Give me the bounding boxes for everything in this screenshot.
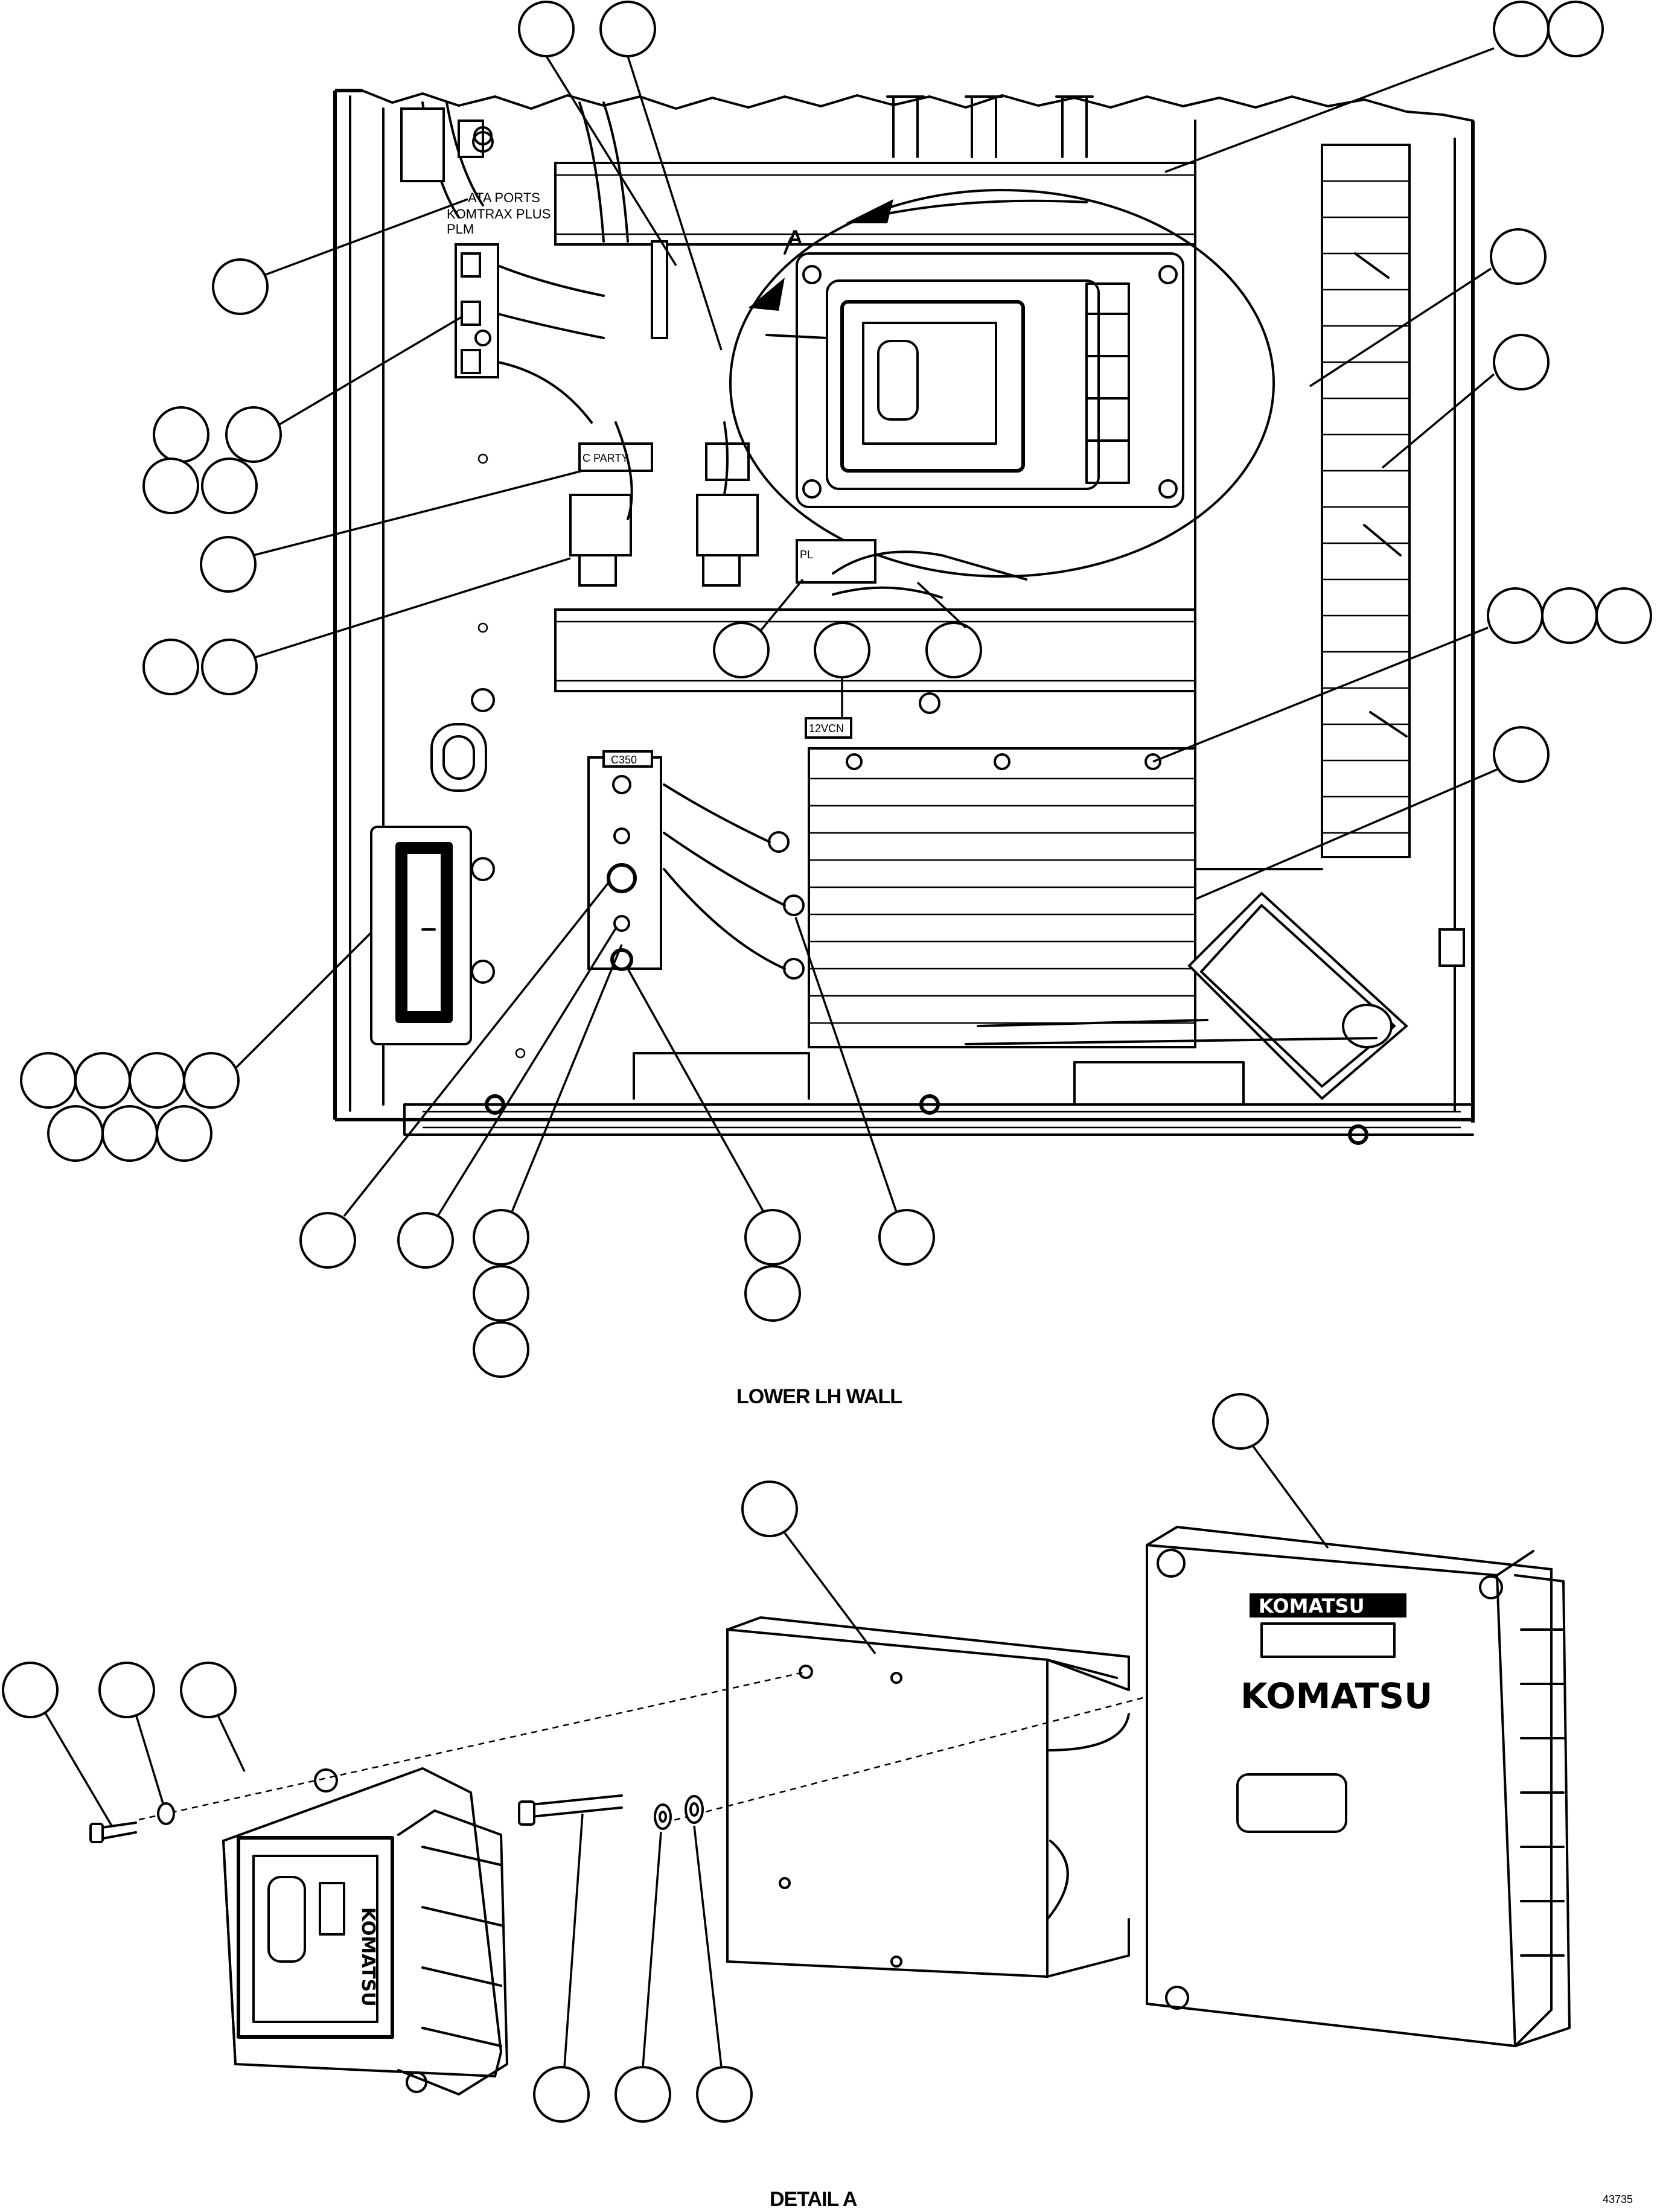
callout-bubble: [473, 1321, 529, 1378]
figure-number: 43735: [1603, 2193, 1633, 2205]
callout-bubble: [1547, 1, 1604, 57]
callout-bubble: [225, 406, 282, 463]
voltage-tag: 12VCN: [809, 722, 844, 735]
callout-bubble: [101, 1105, 158, 1162]
callout-bubble: [180, 1662, 237, 1718]
callout-bubble: [744, 1265, 801, 1322]
callout-bubble: [533, 2066, 590, 2123]
large-module-badge-logo: KOMATSU: [1259, 1595, 1365, 1618]
detail-a-view: KOMATSU KOMATSU KOMATSU: [2, 1393, 1571, 2123]
third-party-connectors: C PARTY: [569, 421, 759, 587]
plm-label: PLM: [447, 222, 474, 237]
callout-bubble: [713, 622, 770, 678]
fastener-hardware: [89, 1794, 704, 1843]
callout-bubble: [599, 1, 656, 57]
callout-bubble: [201, 457, 258, 514]
callout-bubble: [200, 536, 257, 593]
callout-bubble: [1595, 587, 1652, 644]
large-module-main-logo: KOMATSU: [1240, 1675, 1432, 1716]
data-ports-label: ATA PORTS: [468, 190, 540, 205]
upper-callouts: [20, 1, 1652, 1378]
callout-bubble: [142, 457, 199, 514]
voltage-converter: 12VCN: [663, 717, 1196, 1048]
callout-bubble: [20, 1052, 77, 1109]
third-party-label: C PARTY: [583, 452, 628, 464]
callout-bubble: [1493, 726, 1550, 783]
callout-bubble: [1487, 587, 1543, 644]
data-port-connectors: [455, 243, 605, 424]
callout-bubble: [696, 2066, 753, 2123]
callout-bubble: [1541, 587, 1598, 644]
callout-bubble: [299, 1212, 356, 1269]
callout-bubble: [212, 258, 269, 315]
callout-bubble: [1212, 1393, 1269, 1450]
callout-bubble: [142, 639, 199, 695]
c350-label: C350: [611, 754, 637, 766]
left-access-cover: [370, 826, 472, 1045]
callout-bubble: [518, 1, 575, 57]
komtrax-plus-label: KOMTRAX PLUS: [447, 206, 551, 222]
small-module-logo: KOMATSU: [357, 1907, 378, 2007]
callout-bubble: [156, 1105, 212, 1162]
callout-bubble: [74, 1052, 131, 1109]
diamond-bracket: [965, 891, 1409, 1100]
callout-bubble: [47, 1105, 104, 1162]
fuse-label: PL: [800, 549, 813, 561]
c350-terminal-block: C350: [587, 750, 662, 971]
callout-bubble: [615, 2066, 671, 2123]
callout-bubble: [741, 1481, 798, 1537]
callout-bubble: [201, 639, 258, 695]
lower-lh-wall-view: ATA PORTS KOMTRAX PLUS PLM C PARTY: [333, 89, 1475, 1145]
callout-bubble: [1490, 228, 1547, 285]
callout-bubble: [473, 1265, 529, 1322]
detail-view-caption: DETAIL A: [770, 2188, 857, 2211]
lower-view-caption: LOWER LH WALL: [736, 1385, 902, 1408]
callout-bubble: [2, 1662, 59, 1718]
callout-bubble: [925, 622, 982, 678]
right-ladder-rack: [1321, 144, 1465, 967]
callout-bubble: [744, 1209, 801, 1266]
callout-bubble: [1493, 334, 1550, 390]
callout-bubble: [129, 1052, 185, 1109]
callout-bubble: [814, 622, 870, 678]
callout-bubble: [153, 406, 209, 463]
callout-bubble: [1493, 1, 1550, 57]
small-controller-module: KOMATSU: [222, 1767, 508, 2096]
callout-bubble: [98, 1662, 155, 1718]
detail-a-callout: A: [729, 189, 1275, 578]
mounting-bracket: [726, 1616, 1130, 1978]
callout-bubble: [473, 1209, 529, 1266]
callout-bubble: [397, 1212, 454, 1269]
callout-bubble: [878, 1209, 935, 1266]
large-controller-module: KOMATSU KOMATSU: [1146, 1525, 1571, 2048]
callout-bubble: [183, 1052, 240, 1109]
